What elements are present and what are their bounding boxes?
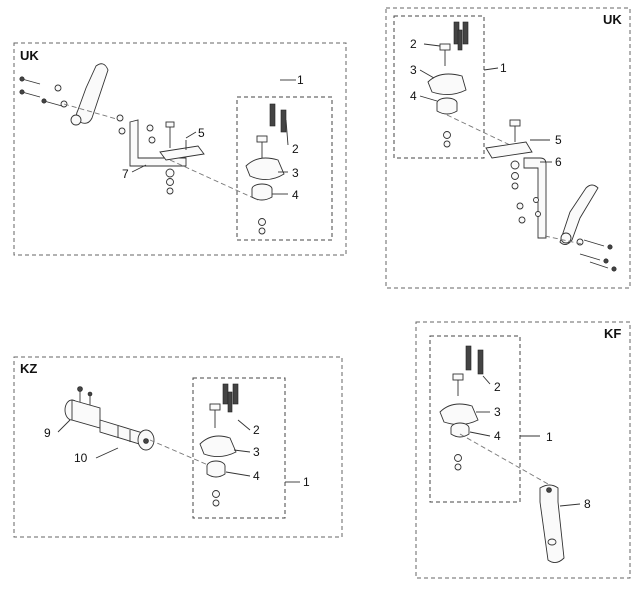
callout-10: 10: [74, 451, 88, 465]
callout-3: 3: [494, 405, 501, 419]
block-part: [436, 97, 458, 115]
plate-part: [485, 141, 533, 159]
panel-frame: [415, 321, 631, 579]
callout-3: 3: [253, 445, 260, 459]
callout-2: 2: [253, 423, 260, 437]
arm-part: [539, 484, 565, 563]
spring-part: [465, 345, 484, 375]
tube-part: [99, 419, 155, 451]
bracket-part: [559, 184, 599, 245]
l-bracket-part: [129, 119, 187, 167]
callout-6: 6: [555, 155, 562, 169]
callout-9: 9: [44, 426, 51, 440]
panel-kf: KF 1 2 3 4 8: [415, 321, 631, 579]
panel-code: UK: [20, 48, 39, 63]
callout-2: 2: [494, 380, 501, 394]
callout-2: 2: [410, 37, 417, 51]
bracket-part: [70, 63, 109, 126]
panel-uk-right: UK: [385, 7, 631, 289]
callout-3: 3: [292, 166, 299, 180]
panel-frame: [13, 42, 347, 256]
nut-set: [116, 114, 156, 144]
callout-4: 4: [253, 469, 260, 483]
subassembly-frame: [393, 15, 485, 159]
clamp-part: [64, 386, 101, 429]
spring-part: [453, 21, 469, 51]
clip-part: [439, 403, 479, 425]
callout-2: 2: [292, 142, 299, 156]
panel-kz: KZ 1 2: [13, 356, 343, 538]
callout-1: 1: [500, 61, 507, 75]
panel-code: UK: [603, 12, 622, 27]
callout-5: 5: [555, 133, 562, 147]
callout-7: 7: [122, 167, 129, 181]
callout-1: 1: [303, 475, 310, 489]
panel-code: KF: [604, 326, 621, 341]
panel-frame: [385, 7, 631, 289]
callout-4: 4: [494, 429, 501, 443]
callout-4: 4: [410, 89, 417, 103]
clip-part: [245, 157, 285, 180]
callout-3: 3: [410, 63, 417, 77]
bolt-set: [576, 238, 617, 272]
panel-code: KZ: [20, 361, 37, 376]
callout-1: 1: [297, 73, 304, 87]
spring-part: [269, 103, 287, 133]
block-part: [450, 422, 470, 438]
block-part: [206, 460, 226, 478]
subassembly-frame: [429, 335, 521, 503]
panel-frame: [13, 356, 343, 538]
block-part: [251, 183, 273, 201]
clip-part: [199, 435, 237, 457]
panel-uk-left: UK: [13, 42, 347, 256]
plate-part: [159, 145, 205, 161]
callout-8: 8: [584, 497, 591, 511]
subassembly-frame: [192, 377, 286, 519]
spring-part: [222, 383, 239, 413]
bolt-set: [19, 76, 68, 108]
callout-5: 5: [198, 126, 205, 140]
callout-4: 4: [292, 188, 299, 202]
clip-part: [427, 73, 467, 95]
callout-1: 1: [546, 430, 553, 444]
